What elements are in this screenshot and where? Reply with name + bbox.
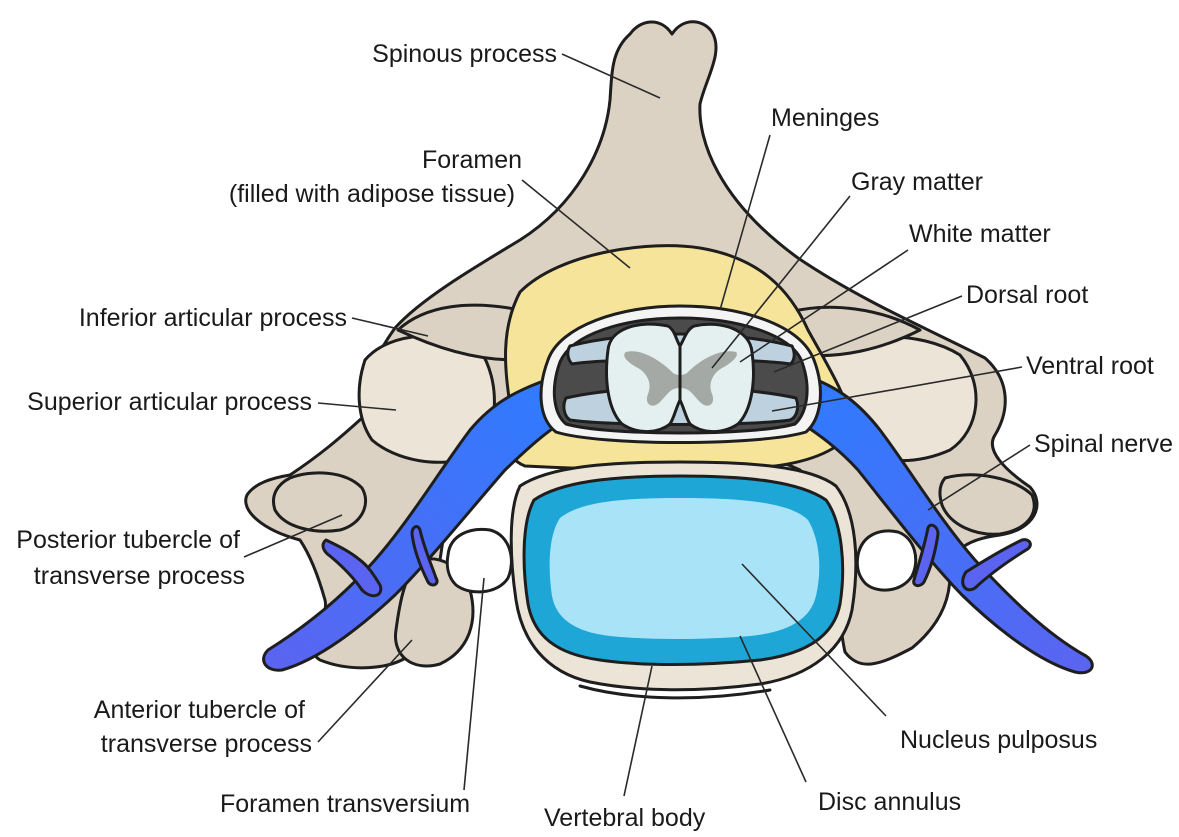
label-meninges: Meninges <box>771 104 879 132</box>
label-anterior-tubercle-line1: Anterior tubercle of <box>94 696 305 724</box>
label-dorsal-root: Dorsal root <box>966 281 1088 309</box>
label-nucleus-pulposus: Nucleus pulposus <box>900 726 1097 754</box>
label-posterior-tubercle-line2: transverse process <box>34 562 245 590</box>
posterior-tubercle-left <box>273 473 365 531</box>
label-vertebral-body: Vertebral body <box>544 804 706 832</box>
label-spinal-nerve: Spinal nerve <box>1034 430 1173 458</box>
label-white-matter: White matter <box>909 220 1051 248</box>
label-foramen-line1: Foramen <box>422 146 522 174</box>
label-gray-matter: Gray matter <box>851 168 983 196</box>
foramen-transversium-left <box>447 529 511 592</box>
label-spinous-process: Spinous process <box>372 40 557 68</box>
label-superior-articular-process: Superior articular process <box>27 388 312 416</box>
label-inferior-articular-process: Inferior articular process <box>79 304 347 332</box>
label-foramen-transversium: Foramen transversium <box>220 790 470 818</box>
label-anterior-tubercle-line2: transverse process <box>101 730 312 758</box>
label-posterior-tubercle-line1: Posterior tubercle of <box>16 526 240 554</box>
label-foramen-line2: (filled with adipose tissue) <box>229 180 515 208</box>
nucleus-pulposus <box>550 498 820 639</box>
foramen-transversium-right <box>857 531 915 590</box>
label-disc-annulus: Disc annulus <box>818 788 961 816</box>
label-ventral-root: Ventral root <box>1026 352 1154 380</box>
